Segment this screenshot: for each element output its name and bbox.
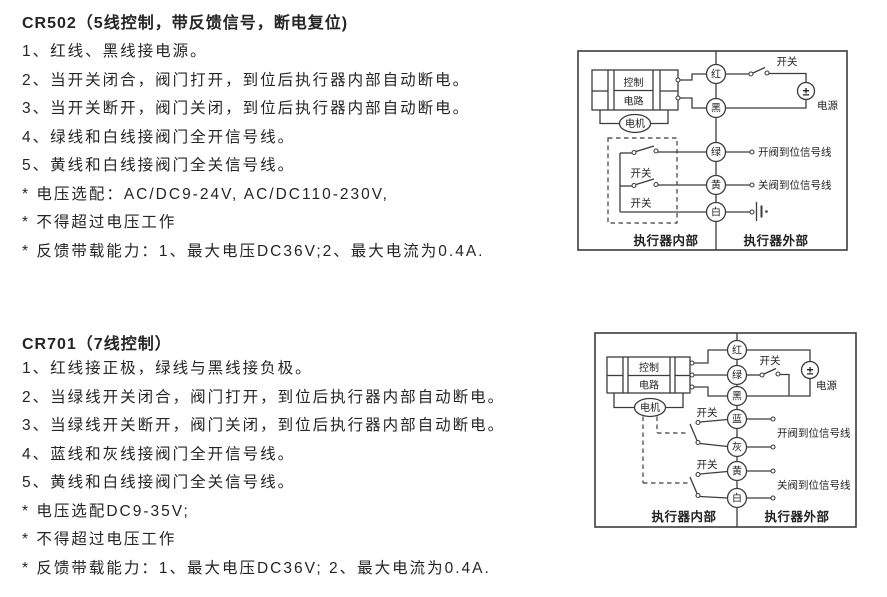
open-signal-label: 开阀到位信号线	[777, 427, 851, 440]
actuator-internal-label: 执行器内部	[651, 509, 716, 524]
wire-white: 白	[711, 206, 721, 219]
instruction-line: * 不得超过电压工作	[22, 214, 177, 231]
switch-label: 开关	[631, 197, 652, 210]
switch-label: 开关	[631, 167, 652, 180]
instruction-line: * 电压选配DC9-35V;	[22, 502, 190, 520]
cr701-instructions: 1、红线接正极，绿线与黑线接负极。 2、当绿线开关闭合，阀门打开，到位后执行器内…	[22, 355, 505, 583]
circuit-label: 电路	[639, 379, 659, 392]
instruction-line: 2、当绿线开关闭合，阀门打开，到位后执行器内部自动断电。	[22, 388, 506, 406]
control-circuit-block: 控制 电路	[591, 69, 681, 111]
wire-name-nodes: 红 绿 黑 蓝 灰 黄 白	[726, 339, 748, 509]
power-branch: ± 电源 开关	[746, 349, 837, 397]
cr502-instructions: 1、红线、黑线接电源。 2、当开关闭合，阀门打开，到位后执行器内部自动断电。 3…	[22, 38, 484, 266]
wire-red: 红	[732, 344, 742, 357]
diagram-border	[594, 332, 857, 528]
wire-white: 白	[732, 492, 742, 505]
diagram-border	[577, 50, 848, 251]
wire-blue: 蓝	[732, 414, 742, 426]
instruction-line: 2、当开关闭合，阀门打开，到位后执行器内部自动断电。	[22, 71, 471, 89]
wire-red: 红	[711, 68, 721, 81]
section-title-cr701: CR701（7线控制）	[22, 336, 172, 353]
switch-label: 开关	[697, 406, 718, 419]
instruction-line: 3、当开关断开，阀门关闭，到位后执行器内部自动断电。	[22, 100, 471, 117]
limit-switch-open: 开关	[689, 406, 728, 448]
wire-green: 绿	[732, 369, 742, 382]
close-signal-label: 关阀到位信号线	[777, 479, 851, 492]
power-polarity-symbol: ±	[807, 364, 814, 378]
instruction-line: 4、绿线和白线接阀门全开信号线。	[22, 128, 296, 146]
wire-yellow: 黄	[711, 179, 721, 192]
power-polarity-symbol: ±	[803, 85, 810, 99]
battery-symbol	[755, 202, 768, 221]
wire-gray: 灰	[732, 441, 742, 454]
instruction-line: * 电压选配：AC/DC9-24V, AC/DC110-230V,	[22, 185, 389, 203]
limit-switch-box: 开关 开关	[607, 137, 707, 224]
instruction-line: * 反馈带载能力：1、最大电压DC36V;2、最大电流为0.4A.	[22, 242, 485, 260]
wire-black: 黑	[732, 391, 742, 403]
wire-name-nodes: 红 黑 绿 黄 白	[705, 63, 727, 223]
wire-to-black	[694, 386, 728, 397]
motor-label: 电机	[625, 117, 645, 130]
cr701-wiring-diagram: 控制 电路 电机 ± 电源 开关 开关	[594, 332, 857, 528]
instruction-line: 5、黄线和白线接阀门全关信号线。	[22, 157, 296, 174]
actuator-external-label: 执行器外部	[743, 233, 808, 248]
instruction-line: 5、黄线和白线接阀门全关信号线。	[22, 474, 296, 491]
wire-to-red	[694, 349, 728, 364]
control-label: 控制	[639, 361, 659, 374]
instruction-line: 1、红线、黑线接电源。	[22, 43, 208, 60]
motor-symbol: 电机	[613, 393, 689, 484]
circuit-label: 电路	[624, 95, 644, 108]
power-supply-label: 电源	[816, 379, 837, 392]
section-title-cr502: CR502（5线控制，带反馈信号，断电复位)	[22, 15, 349, 32]
power-supply-label: 电源	[817, 99, 838, 112]
instruction-line: 1、红线接正极，绿线与黑线接负极。	[22, 360, 313, 377]
instruction-line: 4、蓝线和灰线接阀门全开信号线。	[22, 445, 296, 463]
wire-to-black	[680, 97, 707, 109]
limit-switch-close: 开关	[689, 458, 728, 499]
cr502-wiring-diagram: 控制 电路 电机 开关 ± 电源 开关	[577, 50, 848, 251]
signal-outputs: 开阀到位信号线 关阀到位信号线	[746, 416, 851, 501]
signal-outputs: 开阀到位信号线 关阀到位信号线	[725, 146, 832, 221]
wire-black: 黑	[711, 103, 721, 115]
instruction-line: * 不得超过电压工作	[22, 531, 177, 548]
wire-to-red	[680, 73, 707, 81]
motor-symbol: 电机	[599, 110, 669, 134]
power-switch-label: 开关	[777, 55, 798, 68]
power-branch: 开关 ± 电源	[725, 55, 838, 112]
actuator-external-label: 执行器外部	[764, 509, 829, 524]
close-signal-label: 关阀到位信号线	[758, 179, 832, 192]
actuator-internal-label: 执行器内部	[633, 233, 698, 248]
open-signal-label: 开阀到位信号线	[758, 146, 832, 159]
wire-green: 绿	[711, 146, 721, 159]
instruction-line: * 反馈带载能力：1、最大电压DC36V; 2、最大电流为0.4A.	[22, 559, 491, 577]
motor-label: 电机	[640, 401, 660, 414]
control-circuit-block: 控制 电路	[606, 356, 695, 394]
wire-yellow: 黄	[732, 465, 742, 478]
switch-label: 开关	[697, 458, 718, 471]
power-switch-label: 开关	[760, 354, 781, 367]
control-label: 控制	[624, 76, 644, 89]
instruction-line: 3、当绿线开关断开，阀门关闭，到位后执行器内部自动断电。	[22, 417, 506, 434]
